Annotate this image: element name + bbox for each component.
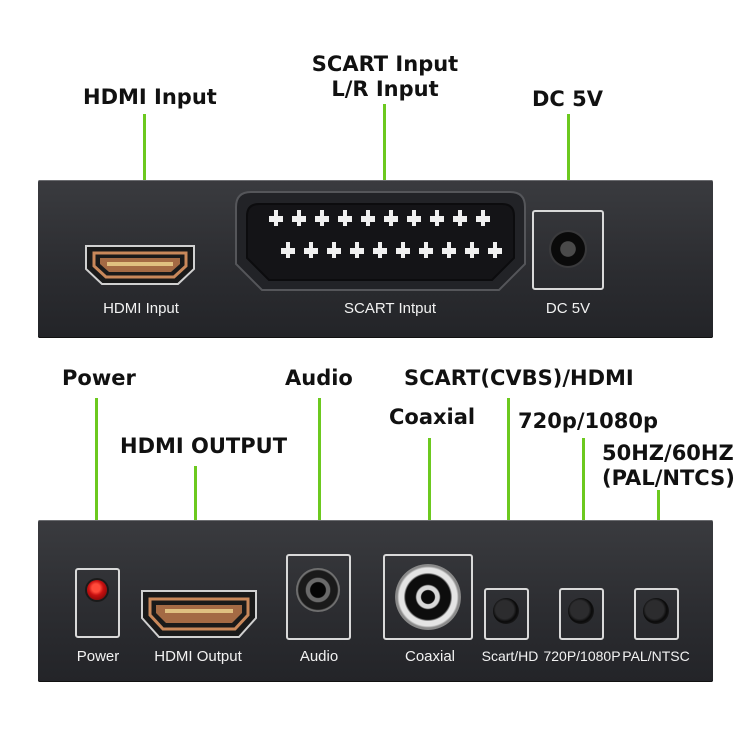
scart-pin (332, 242, 336, 258)
coaxial-frame (383, 554, 473, 640)
callout-scart-input: SCART Input L/R Input (300, 52, 470, 102)
scart-pin (274, 210, 278, 226)
scart-pin (378, 242, 382, 258)
callout-720p-1080p: 720p/1080p (518, 409, 659, 433)
callout-audio: Audio (285, 366, 353, 390)
audio-port[interactable] (296, 568, 340, 612)
scart-pin (343, 210, 347, 226)
scart-pin (458, 210, 462, 226)
scart-hd-frame (484, 588, 529, 640)
label-res: 720P/1080P (543, 648, 621, 664)
callout-power: Power (62, 366, 136, 390)
dc-5v-port[interactable] (549, 230, 587, 268)
label-pal-ntsc: PAL/NTSC (622, 648, 690, 664)
audio-frame (286, 554, 351, 640)
scart-pin (286, 242, 290, 258)
pal-ntsc-button[interactable] (643, 598, 669, 624)
scart-pin (355, 242, 359, 258)
power-led-frame (75, 568, 120, 638)
dc-5v-frame (532, 210, 604, 290)
callout-50hz-line1: 50HZ/60HZ (602, 441, 734, 465)
scart-pin (470, 242, 474, 258)
scart-pin (320, 210, 324, 226)
top-panel: HDMI Input SCART Intput DC 5V (38, 180, 713, 338)
scart-pin (435, 210, 439, 226)
callout-scart-cvbs-hdmi: SCART(CVBS)/HDMI (404, 366, 634, 390)
scart-pin (389, 210, 393, 226)
hdmi-port-icon (85, 245, 195, 285)
scart-hd-button[interactable] (493, 598, 519, 624)
coaxial-port[interactable] (395, 564, 461, 630)
label-scart-input: SCART Intput (344, 300, 436, 317)
label-audio: Audio (299, 648, 339, 665)
scart-pin (412, 210, 416, 226)
hdmi-output-port[interactable] (139, 588, 259, 640)
scart-pin (309, 242, 313, 258)
callout-hdmi-input: HDMI Input (83, 85, 217, 109)
scart-pin (447, 242, 451, 258)
callout-hdmi-output: HDMI OUTPUT (120, 434, 288, 458)
callout-dc-5v: DC 5V (532, 87, 604, 111)
label-hdmi-input: HDMI Input (103, 300, 179, 317)
callout-scart-input-line2: L/R Input (331, 77, 439, 101)
callout-coaxial: Coaxial (389, 405, 476, 429)
label-scart-hd: Scart/HD (481, 648, 539, 664)
res-frame (559, 588, 604, 640)
scart-pin (424, 242, 428, 258)
callout-scart-input-line1: SCART Input (311, 52, 459, 76)
hdmi-input-port[interactable] (83, 243, 197, 287)
scart-pin (481, 210, 485, 226)
scart-pin (401, 242, 405, 258)
pal-ntsc-frame (634, 588, 679, 640)
scart-pin (493, 242, 497, 258)
scart-pin (366, 210, 370, 226)
bottom-panel: Power HDMI Output Audio Coaxial Scart/HD… (38, 520, 713, 682)
label-dc-5v: DC 5V (545, 300, 591, 317)
power-led-icon (87, 580, 107, 600)
label-coaxial: Coaxial (404, 648, 456, 665)
callout-50hz-line2: (PAL/NTCS) (602, 466, 735, 490)
scart-pin (297, 210, 301, 226)
label-hdmi-output: HDMI Output (154, 648, 242, 665)
scart-input-port[interactable] (233, 190, 528, 292)
callout-50hz-60hz: 50HZ/60HZ (PAL/NTCS) (602, 441, 735, 491)
label-power: Power (76, 648, 120, 665)
res-button[interactable] (568, 598, 594, 624)
